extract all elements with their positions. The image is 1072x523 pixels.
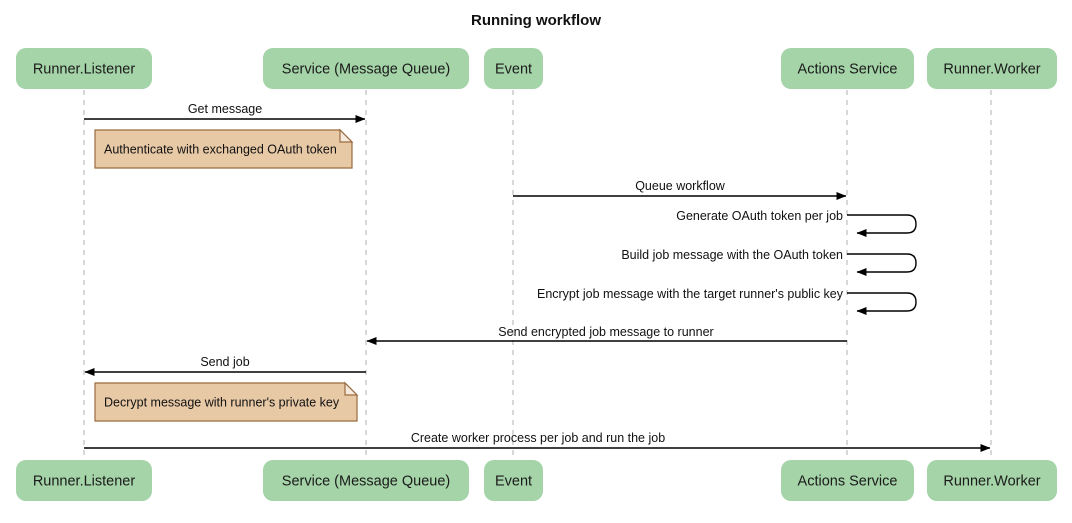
participant-service_mq-bottom[interactable]: Service (Message Queue) xyxy=(263,460,469,501)
participant-label: Actions Service xyxy=(798,473,898,489)
message-label: Queue workflow xyxy=(635,179,726,193)
note-text: Decrypt message with runner's private ke… xyxy=(104,395,340,409)
note-fold-corner-icon xyxy=(344,381,359,396)
self-loop-path xyxy=(847,214,917,237)
participant-event-top[interactable]: Event xyxy=(484,48,543,89)
participant-actions_service-top[interactable]: Actions Service xyxy=(781,48,914,89)
notes-group: Authenticate with exchanged OAuth tokenD… xyxy=(94,128,359,422)
participant-box xyxy=(16,48,152,89)
participant-service_mq-top[interactable]: Service (Message Queue) xyxy=(263,48,469,89)
participant-label: Runner.Listener xyxy=(33,473,136,489)
participant-box xyxy=(263,48,469,89)
participant-event-bottom[interactable]: Event xyxy=(484,460,543,501)
participant-label: Actions Service xyxy=(798,61,898,77)
participant-label: Runner.Worker xyxy=(943,61,1040,77)
note-body xyxy=(94,129,353,169)
message-label: Build job message with the OAuth token xyxy=(621,248,843,262)
participant-runner_worker-top[interactable]: Runner.Worker xyxy=(927,48,1057,89)
participant-box xyxy=(16,460,152,501)
message-label: Generate OAuth token per job xyxy=(676,209,843,223)
participant-label: Event xyxy=(495,61,532,77)
participant-box xyxy=(484,48,543,89)
self-loop-path xyxy=(847,292,917,315)
participant-box xyxy=(781,48,914,89)
message-generate-oauth-token[interactable]: Generate OAuth token per job xyxy=(676,209,917,237)
message-queue-workflow[interactable]: Queue workflow xyxy=(513,179,847,200)
lifelines-group xyxy=(83,90,992,460)
message-send-encrypted-job-message[interactable]: Send encrypted job message to runner xyxy=(366,325,847,345)
participant-runner_listener-top[interactable]: Runner.Listener xyxy=(16,48,152,89)
note-body xyxy=(94,382,358,422)
participant-runner_listener-bottom[interactable]: Runner.Listener xyxy=(16,460,152,501)
message-encrypt-job-message[interactable]: Encrypt job message with the target runn… xyxy=(537,287,917,315)
note-authenticate-note: Authenticate with exchanged OAuth token xyxy=(94,128,354,169)
message-send-job[interactable]: Send job xyxy=(84,355,366,376)
participant-box xyxy=(927,48,1057,89)
message-get-message[interactable]: Get message xyxy=(84,102,366,123)
message-build-job-message[interactable]: Build job message with the OAuth token xyxy=(621,248,917,276)
participant-label: Runner.Worker xyxy=(943,473,1040,489)
participant-box xyxy=(781,460,914,501)
note-text: Authenticate with exchanged OAuth token xyxy=(104,142,337,156)
message-create-worker-process[interactable]: Create worker process per job and run th… xyxy=(84,431,991,452)
self-loop-path xyxy=(847,253,917,276)
note-fold-corner-icon xyxy=(339,128,354,143)
message-label: Send encrypted job message to runner xyxy=(498,325,713,339)
note-decrypt-note: Decrypt message with runner's private ke… xyxy=(94,381,359,422)
participant-runner_worker-bottom[interactable]: Runner.Worker xyxy=(927,460,1057,501)
participant-box xyxy=(263,460,469,501)
participant-box xyxy=(484,460,543,501)
participant-label: Event xyxy=(495,473,532,489)
message-label: Send job xyxy=(200,355,249,369)
message-label: Get message xyxy=(188,102,262,116)
participant-box xyxy=(927,460,1057,501)
diagram-title: Running workflow xyxy=(471,12,601,29)
participant-actions_service-bottom[interactable]: Actions Service xyxy=(781,460,914,501)
message-label: Encrypt job message with the target runn… xyxy=(537,287,844,301)
participant-label: Service (Message Queue) xyxy=(282,473,450,489)
participant-label: Service (Message Queue) xyxy=(282,61,450,77)
message-label: Create worker process per job and run th… xyxy=(411,431,665,445)
participant-label: Runner.Listener xyxy=(33,61,136,77)
